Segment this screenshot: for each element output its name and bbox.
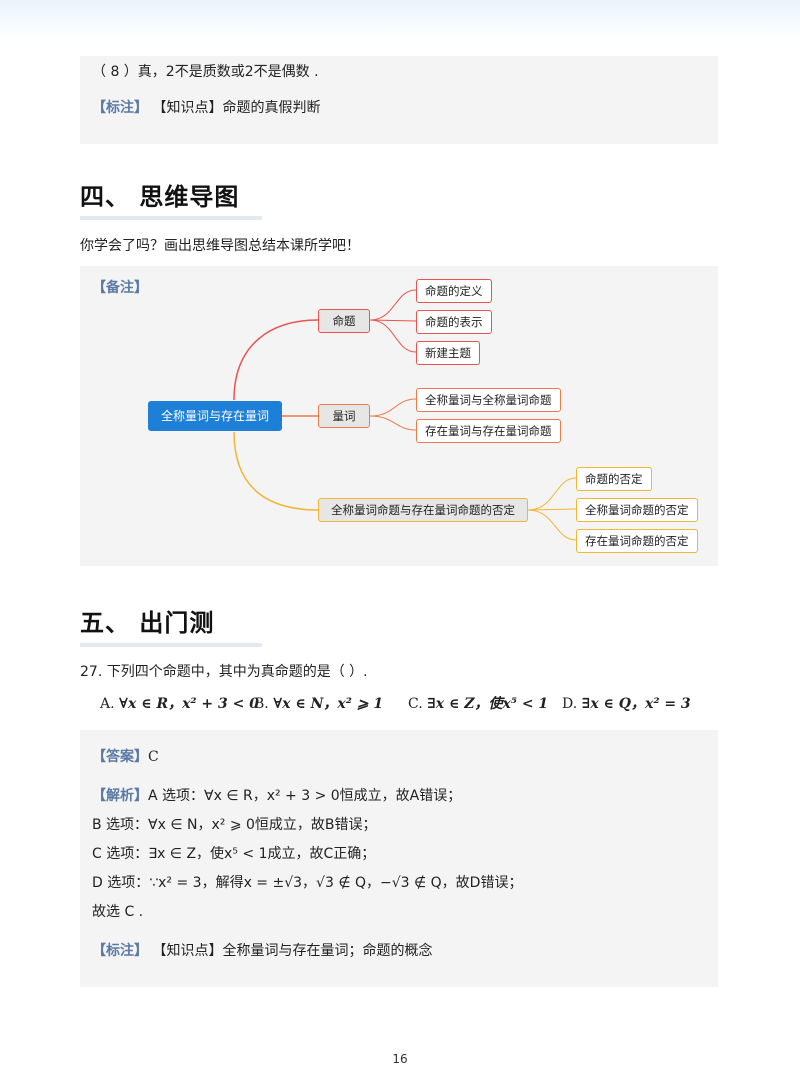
mindmap-leaf-universal-negation: 全称量词命题的否定 [576,498,698,522]
analysis-line-b: B 选项：∀x ∈ N，x² ⩾ 0恒成立，故B错误； [92,817,377,833]
mindmap-leaf-new-topic: 新建主题 [416,341,480,365]
option-c-body: ∃x ∈ Z，使x⁵ < 1 [427,696,549,712]
mindmap-leaf-existential: 存在量词与存在量词命题 [416,419,561,443]
answer-tag-label: 【标注】 [92,943,148,959]
section-4-intro: 你学会了吗？画出思维导图总结本课所学吧！ [80,238,360,254]
section-5-underline [80,643,262,647]
mindmap-leaf-representation: 命题的表示 [416,310,492,334]
analysis-line-c: C 选项：∃x ∈ Z，使x⁵ < 1成立，故C正确； [92,846,376,862]
answer-tag-text: 【知识点】全称量词与存在量词；命题的概念 [152,943,433,959]
tag-label: 【标注】 [92,100,148,116]
mindmap-root-node: 全称量词与存在量词 [148,401,282,431]
option-c-letter: C. [408,696,423,712]
mindmap-leaf-negation: 命题的否定 [576,467,652,491]
analysis-line-d: D 选项：∵x² = 3，解得x = ±√3，√3 ∉ Q，−√3 ∉ Q，故D… [92,875,523,891]
section-5-title: 五、 出门测 [80,609,215,637]
previous-item-8: （ 8 ）真，2不是质数或2不是偶数 . [92,64,319,80]
mindmap-branch-quantifier: 量词 [318,404,370,428]
analysis-text-a: A 选项：∀x ∈ R，x² + 3 > 0恒成立，故A错误； [148,788,462,804]
option-c: C. ∃x ∈ Z，使x⁵ < 1 [408,693,548,713]
answer-row: 【答案】C [92,747,159,767]
option-d-letter: D. [562,696,578,712]
mindmap-branch-proposition: 命题 [318,309,370,333]
analysis-conclusion: 故选 C . [92,904,144,920]
mindmap-branch-negation: 全称量词命题与存在量词命题的否定 [318,498,528,522]
option-d: D. ∃x ∈ Q，x² = 3 [562,693,691,713]
option-b-body: ∀x ∈ N，x² ⩾ 1 [273,696,384,712]
answer-value: C [148,749,159,765]
question-27: 27. 下列四个命题中，其中为真命题的是（ ）. [80,664,368,680]
answer-box [80,730,718,987]
mindmap-leaf-definition: 命题的定义 [416,279,492,303]
mindmap-leaf-universal: 全称量词与全称量词命题 [416,388,561,412]
tag-text: 【知识点】命题的真假判断 [152,100,321,116]
note-label: 【备注】 [92,280,148,296]
analysis-label: 【解析】 [92,788,148,804]
previous-tag-row: 【标注】 【知识点】命题的真假判断 [92,98,320,118]
page-header-band [0,0,800,40]
option-a-letter: A. [100,696,115,712]
section-4-underline [80,216,262,220]
option-a: A. ∀x ∈ R，x² + 3 < 0 [100,693,259,713]
page-number: 16 [392,1052,408,1066]
option-b-letter: B. [254,696,269,712]
mindmap-leaf-existential-negation: 存在量词命题的否定 [576,529,698,553]
section-4-title: 四、 思维导图 [80,183,240,211]
mindmap-note-label: 【备注】 [92,278,148,298]
option-b: B. ∀x ∈ N，x² ⩾ 1 [254,693,383,713]
option-a-body: ∀x ∈ R，x² + 3 < 0 [119,696,260,712]
answer-label: 【答案】 [92,749,148,765]
answer-tag-row: 【标注】 【知识点】全称量词与存在量词；命题的概念 [92,941,432,961]
analysis-line-a: 【解析】A 选项：∀x ∈ R，x² + 3 > 0恒成立，故A错误； [92,786,461,806]
previous-answer-box [80,56,718,144]
option-d-body: ∃x ∈ Q，x² = 3 [581,696,691,712]
